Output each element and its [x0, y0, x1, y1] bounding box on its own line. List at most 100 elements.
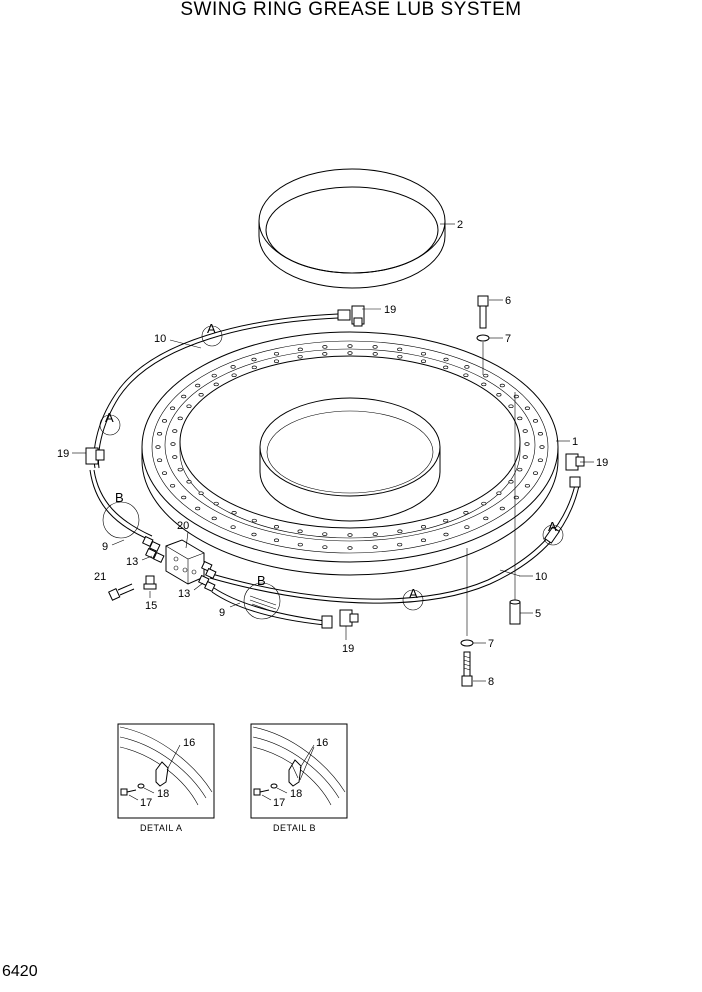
bolt-hole — [522, 429, 528, 433]
bolt-hole — [496, 491, 502, 495]
bolt-hole — [251, 365, 257, 370]
bolt-holes — [155, 344, 545, 550]
bolt-hole — [347, 533, 353, 537]
bolt-hole — [499, 383, 505, 388]
bolt-hole — [463, 373, 469, 377]
bolt-hole — [273, 359, 280, 363]
bolt-hole — [483, 373, 489, 378]
bolt-hole — [372, 352, 378, 356]
bolt-hole — [211, 516, 217, 521]
callout-7-top: 7 — [505, 333, 511, 345]
bolt-hole — [372, 345, 378, 349]
bolt-hole — [181, 495, 187, 500]
bolt-hole — [297, 354, 303, 359]
bolt-hole — [157, 458, 163, 462]
swing-bearing-part-1 — [141, 331, 559, 576]
bolt-hole — [161, 471, 168, 475]
detail-a-callout-17: 17 — [140, 797, 152, 809]
grease-hoses-part-9 — [89, 469, 326, 626]
bolt-hole — [347, 344, 353, 348]
bolt-hole — [397, 542, 403, 547]
bolt-hole — [297, 347, 303, 352]
bolt-hole — [157, 432, 163, 436]
bolt-hole — [464, 525, 470, 529]
detail-b-callout-17: 17 — [273, 797, 285, 809]
distribution-block-part-20 — [165, 539, 205, 585]
bolt-hole — [322, 545, 328, 549]
bolt-hole — [322, 352, 328, 356]
callout-9-left: 9 — [102, 541, 108, 553]
bolt-hole — [172, 429, 178, 433]
bolt-hole — [508, 404, 514, 408]
bolt-hole — [213, 501, 219, 506]
bolt-hole — [522, 455, 528, 459]
marker-b-bottom: B — [257, 573, 266, 588]
bolt-hole — [524, 442, 530, 446]
bolt-hole — [251, 518, 257, 523]
bolt-hole — [397, 347, 403, 352]
bolt-hole — [297, 542, 303, 547]
bolt-hole — [322, 532, 328, 536]
bolt-hole — [397, 354, 403, 359]
grease-hoses-part-10 — [93, 313, 580, 604]
callout-7-bottom: 7 — [488, 638, 494, 650]
bolt-hole — [195, 506, 201, 511]
bolt-hole — [443, 357, 449, 362]
detail-a-panel: 16 17 18 DETAIL A — [117, 723, 215, 833]
bolt-hole — [508, 480, 514, 484]
bolt-hole — [420, 351, 427, 356]
callout-8: 8 — [488, 676, 494, 688]
callout-10-top: 10 — [154, 333, 166, 345]
bolt-hole — [251, 357, 257, 362]
bolt-hole — [251, 532, 257, 537]
detail-b-caption: DETAIL B — [273, 823, 316, 833]
detail-a-callout-16: 16 — [183, 737, 195, 749]
bolt-hole — [347, 351, 353, 355]
marker-a-bottom: A — [409, 586, 418, 601]
bolt-hole — [198, 393, 204, 397]
bolt-hole — [420, 538, 427, 543]
bolt-hole — [443, 518, 449, 523]
callout-21: 21 — [94, 571, 106, 583]
callout-2: 2 — [457, 219, 463, 231]
bolt-hole — [231, 373, 237, 377]
callout-10-bottom: 10 — [535, 571, 547, 583]
bolt-hole — [443, 532, 449, 537]
detail-b-callout-16: 16 — [316, 737, 328, 749]
bolt-part-8 — [461, 651, 473, 687]
bolt-hole — [161, 419, 168, 423]
bolt-hole — [464, 365, 470, 369]
callout-1: 1 — [572, 436, 578, 448]
bolt-hole — [198, 491, 204, 495]
bolt-hole — [397, 529, 403, 534]
bolt-hole — [532, 419, 539, 423]
bolt-hole — [496, 393, 502, 397]
bolt-hole — [297, 529, 303, 534]
bolt-hole — [170, 442, 176, 446]
bolt-hole — [517, 416, 523, 421]
page-title: SWING RING GREASE LUB SYSTEM — [180, 0, 522, 20]
callout-19-bottom: 19 — [342, 643, 354, 655]
bolt-hole — [524, 406, 530, 411]
callout-9-right: 9 — [219, 607, 225, 619]
bolt-part-21 — [108, 583, 135, 601]
marker-a-left: A — [105, 410, 114, 425]
bolt-hole — [186, 480, 192, 484]
washer-part-7 — [476, 334, 490, 342]
washer-part-7-lower — [460, 639, 474, 647]
bolt-hole — [177, 416, 183, 421]
callout-13-left: 13 — [126, 556, 138, 568]
bolt-hole — [537, 458, 543, 462]
pin-part-5 — [509, 392, 521, 625]
bolt-hole — [170, 483, 176, 488]
bolt-hole — [532, 471, 539, 475]
bolt-hole — [195, 383, 201, 388]
bolt-hole — [170, 406, 176, 411]
bolt-hole — [481, 501, 487, 506]
bolt-hole — [211, 373, 217, 378]
detail-a-caption: DETAIL A — [140, 823, 183, 833]
detail-b-callout-18: 18 — [290, 788, 302, 800]
detail-a-callout-18: 18 — [157, 788, 169, 800]
bolt-hole — [230, 365, 236, 369]
connectors-part-13 — [142, 535, 217, 592]
